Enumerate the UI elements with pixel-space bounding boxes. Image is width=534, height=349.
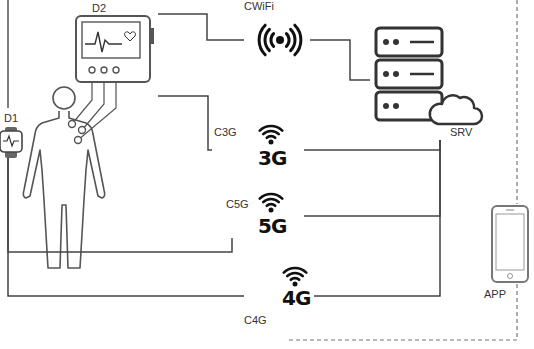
signal-arc [267,204,275,206]
signal-arc [263,199,279,202]
node-label: C5G [226,198,249,210]
node-label: SRV [450,126,472,138]
ecg-trace [85,32,122,52]
network-link [8,158,244,296]
node-label: CWiFi [244,0,274,12]
pulse-line [3,136,19,146]
server-unit [376,60,442,88]
server-icon [376,28,482,124]
signal-arc [271,34,274,47]
server-led [393,39,399,45]
server-led [383,103,389,109]
wire-line [7,0,9,108]
monitor-button [101,67,107,73]
smartwatch-icon [0,127,22,158]
figure-body [23,111,104,268]
phone-speaker [506,209,514,210]
mobile-app: APP [482,204,532,302]
server-slot [410,41,434,44]
watch-face [0,131,22,152]
antenna-dot [269,140,274,145]
phone-screen [496,214,524,270]
antenna-dot [276,36,284,44]
signal-arc [291,29,295,50]
signal-arc [267,136,275,138]
patient-monitor: D2 [72,2,158,120]
monitor-housing [76,16,150,82]
node-label: C3G [214,126,237,138]
server-led [383,39,389,45]
signal-arc [287,273,303,276]
signal-arc [263,131,279,134]
node-label: D1 [4,112,18,124]
electrode [79,127,86,134]
monitor-knob [150,28,154,44]
signal-icon [260,194,283,212]
network-glyph: 4G [282,288,310,308]
monitor-screen [82,22,140,58]
electrode [69,121,76,128]
signal-arc [286,34,289,47]
signal-arc [291,278,299,280]
network-link [314,140,440,296]
node-label: APP [484,288,506,300]
signal-arc [284,268,307,273]
phone-body [492,206,528,282]
network-glyph: 3G [258,148,286,168]
network-link [158,14,244,40]
network-glyph: 5G [258,216,286,236]
signal-icon [284,268,307,286]
wifi-connection: CWiFi [244,0,310,58]
patient-monitor-icon [69,16,155,144]
node-label: C4G [244,314,267,326]
server-led [393,103,399,109]
network-link [158,96,212,150]
cloud-symbol [430,95,482,124]
human-figure [23,87,104,268]
cloud-server: SRV [370,22,484,140]
network-link [304,140,440,216]
network-link [304,140,440,150]
server-led [383,71,389,77]
cellular-connection: C5G 5G [226,186,304,238]
antenna-dot [269,208,274,213]
antenna-dot [293,282,298,287]
electrode-wire [82,82,104,130]
cellular-connection: C4G 4G [244,262,314,330]
network-link [8,158,232,252]
dashed-boundary [288,284,517,340]
electrode-wire [72,82,92,124]
server-unit [376,28,442,56]
signal-arc [265,29,269,50]
monitor-button [113,67,119,73]
smartwatch: D1 [0,112,28,158]
phone-button [508,274,513,279]
cellular-connection: C3G 3G [212,118,304,170]
signal-arc [260,194,283,199]
network-link [310,40,370,80]
monitor-button [89,67,95,73]
node-label: D2 [92,2,106,14]
wifi-broadcast-icon [259,25,301,55]
signal-icon [260,126,283,144]
heart-symbol [125,32,136,41]
server-slot [410,73,434,76]
electrode-wire [78,82,116,140]
signal-arc [295,25,301,55]
electrode [75,137,82,144]
figure-head [53,87,75,109]
signal-arc [260,126,283,131]
dashed-boundary [516,0,517,204]
server-led [393,71,399,77]
signal-arc [259,25,265,55]
smartphone-icon [492,206,528,282]
